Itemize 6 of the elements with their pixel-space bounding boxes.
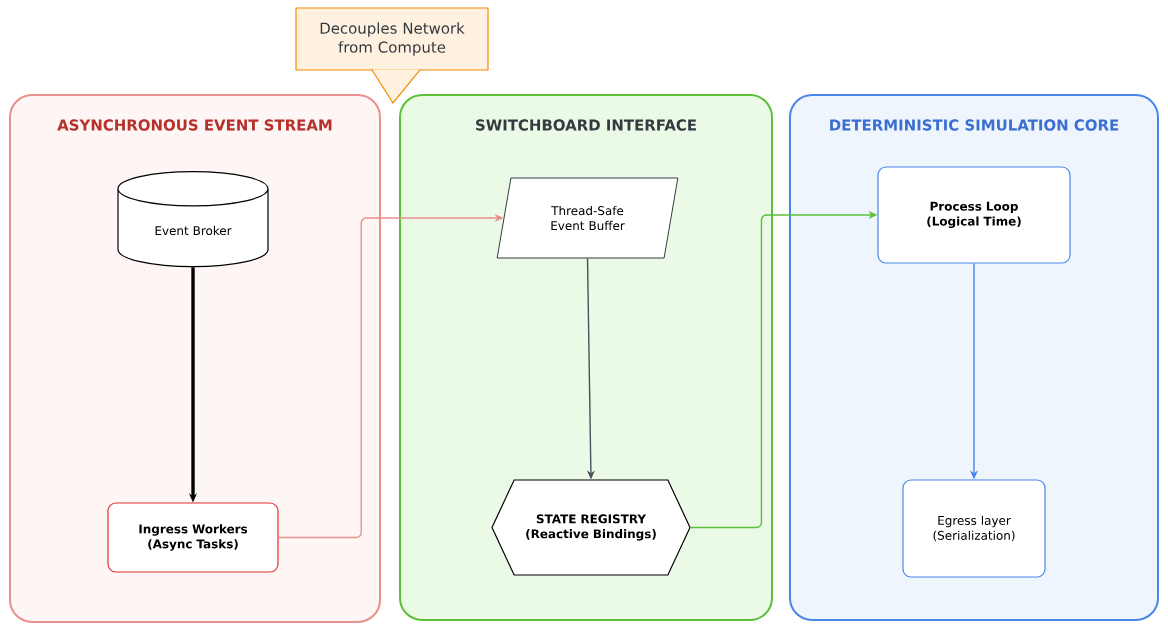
process-box: Egress layer (Serialization) [902,479,1046,578]
process-box: Process Loop (Logical Time) [877,166,1071,264]
database-cylinder: Event Broker [117,171,269,268]
speech-bubble: Decouples Network from Compute [295,7,489,105]
buffer-parallelogram: Thread-Safe Event Buffer [496,177,679,259]
process-box: Ingress Workers (Async Tasks) [107,502,279,573]
